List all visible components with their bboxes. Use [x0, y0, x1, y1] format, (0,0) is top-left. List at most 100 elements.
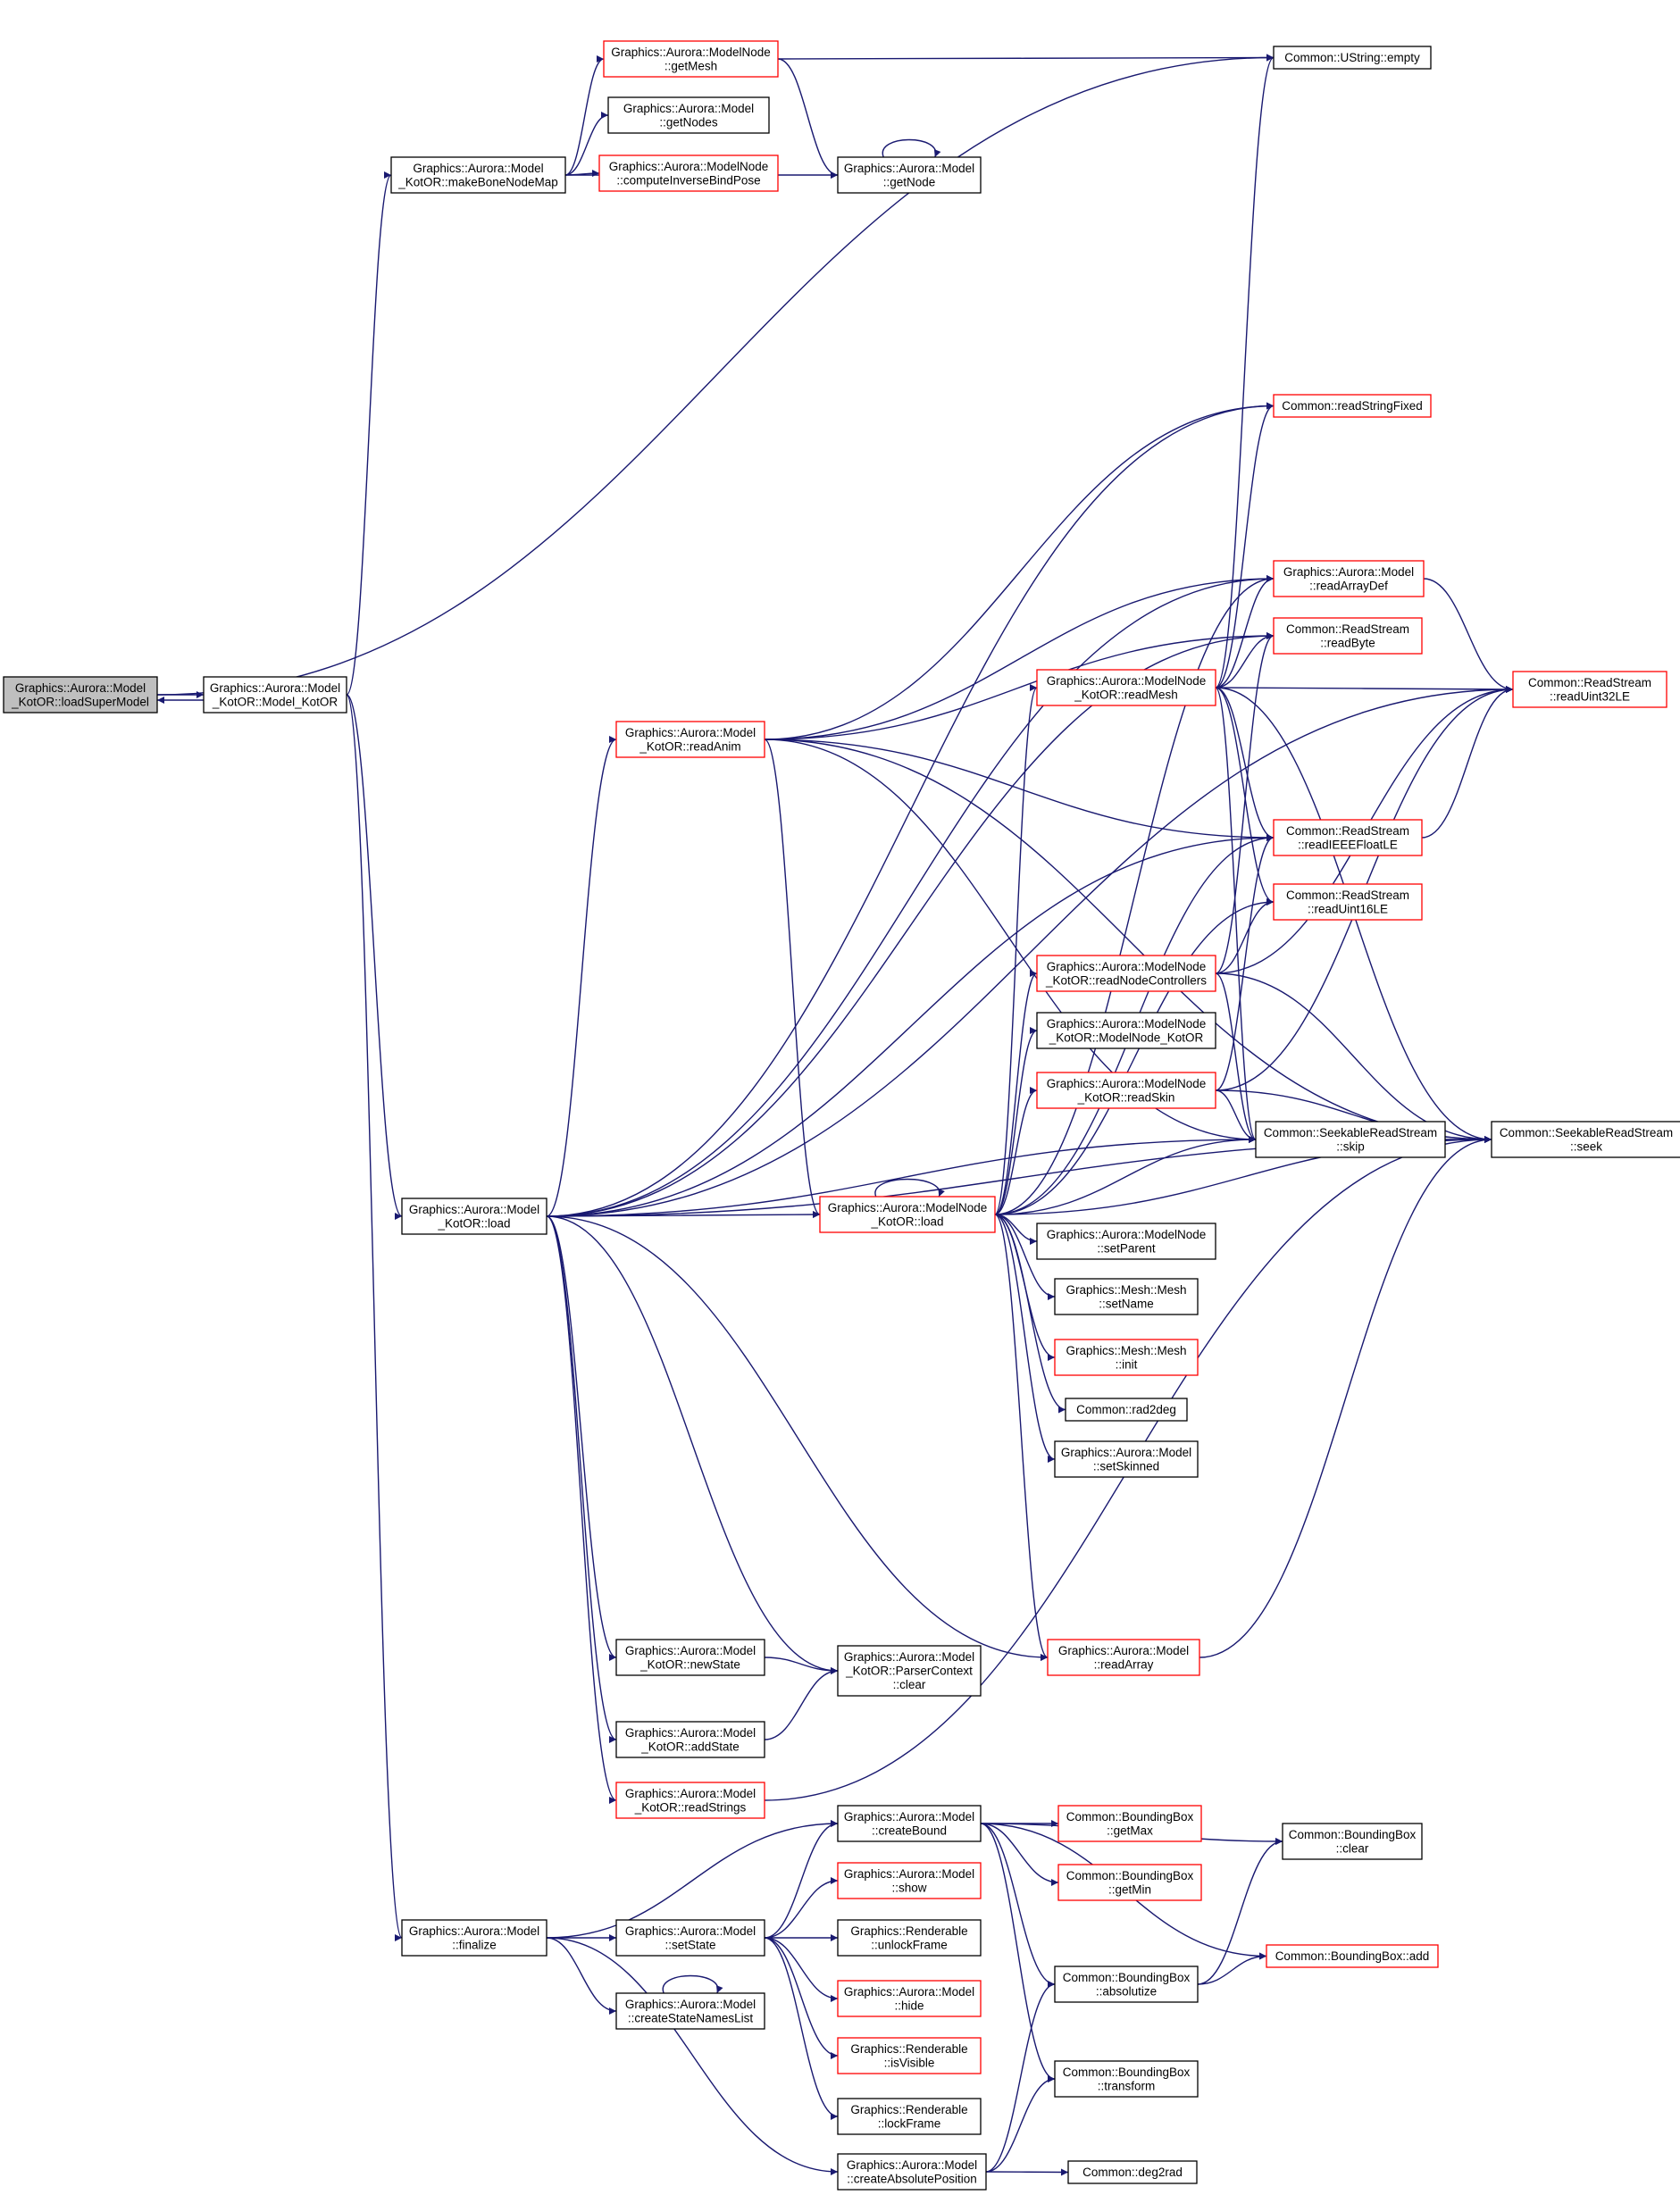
function-node-load[interactable]: Graphics::Aurora::Model_KotOR::load: [401, 1198, 547, 1235]
node-label-line: Common::ReadStream: [1286, 889, 1409, 902]
node-label-line: Graphics::Aurora::Model: [1058, 1644, 1189, 1657]
call-edge-readMesh-to-readIEEEFloatLE: [1215, 687, 1275, 841]
node-box: [1054, 1339, 1199, 1376]
node-label-line: Common::ReadStream: [1286, 824, 1409, 838]
function-node-pc_clear[interactable]: Graphics::Aurora::Model_KotOR::ParserCon…: [837, 1645, 982, 1697]
call-edge-readMesh-to-readStringFixed: [1215, 402, 1275, 689]
function-node-show[interactable]: Graphics::Aurora::Model::show: [837, 1862, 982, 1899]
function-node-readStrings[interactable]: Graphics::Aurora::Model_KotOR::readStrin…: [615, 1782, 765, 1819]
function-node-readNodeControllers[interactable]: Graphics::Aurora::ModelNode_KotOR::readN…: [1036, 955, 1216, 992]
node-label-line: Common::ReadStream: [1286, 622, 1409, 636]
node-label-line: ::show: [891, 1881, 926, 1894]
node-box: [615, 721, 765, 758]
node-label-line: Graphics::Mesh::Mesh: [1066, 1283, 1186, 1297]
call-edge-getMesh-to-ustring_empty: [777, 54, 1275, 62]
function-node-createBound[interactable]: Graphics::Aurora::Model::createBound: [837, 1805, 982, 1842]
call-edge-node_load-to-readMesh: [994, 684, 1038, 1215]
call-edge-createBound-to-getMin: [980, 1823, 1059, 1886]
function-node-seek[interactable]: Common::SeekableReadStream::seek: [1491, 1121, 1680, 1158]
call-edge-readAnim-to-seek: [764, 739, 1492, 1143]
node-label-line: _KotOR::ParserContext: [845, 1665, 973, 1678]
node-label-line: Common::deg2rad: [1082, 2166, 1183, 2179]
function-node-setName[interactable]: Graphics::Mesh::Mesh::setName: [1054, 1278, 1199, 1315]
node-label-line: Graphics::Aurora::Model: [844, 1650, 974, 1664]
function-node-readMesh[interactable]: Graphics::Aurora::ModelNode_KotOR::readM…: [1036, 669, 1216, 706]
node-box: [1054, 2060, 1199, 2098]
function-node-finalize[interactable]: Graphics::Aurora::Model::finalize: [401, 1919, 547, 1957]
function-node-ustring_empty[interactable]: Common::UString::empty: [1273, 46, 1432, 70]
function-node-getMin[interactable]: Common::BoundingBox::getMin: [1057, 1864, 1202, 1901]
function-node-unlockFrame[interactable]: Graphics::Renderable::unlockFrame: [837, 1919, 982, 1957]
function-node-readAnim[interactable]: Graphics::Aurora::Model_KotOR::readAnim: [615, 721, 765, 758]
function-node-addState[interactable]: Graphics::Aurora::Model_KotOR::addState: [615, 1721, 765, 1758]
node-label-line: Graphics::Aurora::Model: [844, 1810, 974, 1824]
function-node-setParent[interactable]: Graphics::Aurora::ModelNode::setParent: [1036, 1223, 1216, 1260]
node-label-line: Graphics::Aurora::Model: [625, 1644, 756, 1657]
function-node-bb_clear[interactable]: Common::BoundingBox::clear: [1282, 1823, 1423, 1860]
function-node-newState[interactable]: Graphics::Aurora::Model_KotOR::newState: [615, 1639, 765, 1676]
node-label-line: Graphics::Aurora::Model: [15, 681, 146, 695]
function-node-deg2rad[interactable]: Common::deg2rad: [1067, 2160, 1198, 2184]
node-label-line: ::setSkinned: [1093, 1459, 1159, 1473]
function-node-readUint16LE[interactable]: Common::ReadStream::readUint16LE: [1273, 883, 1423, 921]
node-label-line: Graphics::Aurora::ModelNode: [1047, 1228, 1207, 1241]
call-edge-load-to-newState: [546, 1215, 617, 1661]
function-node-mesh_init[interactable]: Graphics::Mesh::Mesh::init: [1054, 1339, 1199, 1376]
function-node-getNode[interactable]: Graphics::Aurora::Model::getNode: [837, 156, 982, 194]
node-label-line: ::setName: [1099, 1297, 1154, 1310]
call-edge-Model_KotOR-to-load: [346, 694, 403, 1220]
function-node-ModelNode_KotOR[interactable]: Graphics::Aurora::ModelNode_KotOR::Model…: [1036, 1012, 1216, 1049]
node-label-line: ::readArray: [1094, 1657, 1154, 1671]
function-node-readIEEEFloatLE[interactable]: Common::ReadStream::readIEEEFloatLE: [1273, 819, 1423, 856]
function-node-lockFrame[interactable]: Graphics::Renderable::lockFrame: [837, 2098, 982, 2135]
function-node-rad2deg[interactable]: Common::rad2deg: [1065, 1398, 1188, 1422]
function-node-absolutize[interactable]: Common::BoundingBox::absolutize: [1054, 1965, 1199, 2003]
function-node-createStateNamesList[interactable]: Graphics::Aurora::Model::createStateName…: [615, 1992, 765, 2030]
function-node-Model_KotOR[interactable]: Graphics::Aurora::Model_KotOR::Model_Kot…: [203, 676, 347, 714]
call-edge-node_load-to-readSkin: [994, 1087, 1038, 1215]
function-node-setSkinned[interactable]: Graphics::Aurora::Model::setSkinned: [1054, 1440, 1199, 1478]
function-node-skip[interactable]: Common::SeekableReadStream::skip: [1255, 1121, 1446, 1158]
call-edge-readAnim-to-readArrayDef: [764, 575, 1275, 740]
function-node-makeBoneNodeMap[interactable]: Graphics::Aurora::Model_KotOR::makeBoneN…: [390, 156, 566, 194]
function-node-readArray[interactable]: Graphics::Aurora::Model::readArray: [1047, 1639, 1200, 1676]
function-node-readUint32LE[interactable]: Common::ReadStream::readUint32LE: [1512, 671, 1667, 708]
function-node-transform[interactable]: Common::BoundingBox::transform: [1054, 2060, 1199, 2098]
function-node-bb_add[interactable]: Common::BoundingBox::add: [1266, 1944, 1439, 1968]
node-label-line: Common::UString::empty: [1284, 51, 1420, 64]
node-box: [1491, 1121, 1680, 1158]
node-box: [615, 1639, 765, 1676]
node-label-line: ::isVisible: [884, 2056, 935, 2069]
node-box: [837, 2037, 982, 2074]
function-node-readArrayDef[interactable]: Graphics::Aurora::Model::readArrayDef: [1273, 560, 1425, 597]
node-box: [401, 1919, 547, 1957]
node-box: [1273, 819, 1423, 856]
call-edge-finalize-to-createBound: [546, 1820, 839, 1939]
node-box: [615, 1992, 765, 2030]
call-edge-getMesh-to-getNode: [777, 58, 839, 179]
node-label-line: Graphics::Aurora::ModelNode: [1047, 674, 1207, 688]
call-edge-setState-to-hide: [764, 1937, 839, 2002]
function-node-readSkin[interactable]: Graphics::Aurora::ModelNode_KotOR::readS…: [1036, 1072, 1216, 1109]
function-node-getMax[interactable]: Common::BoundingBox::getMax: [1057, 1805, 1202, 1842]
function-node-createAbsolutePosition[interactable]: Graphics::Aurora::Model::createAbsoluteP…: [837, 2153, 987, 2191]
node-label-line: ::getNodes: [659, 115, 718, 129]
call-edge-node_load-to-setName: [994, 1214, 1056, 1300]
function-node-node_load[interactable]: Graphics::Aurora::ModelNode_KotOR::load: [819, 1196, 996, 1233]
call-edge-node_load-to-readNodeControllers: [994, 970, 1038, 1215]
function-node-loadSuperModel[interactable]: Graphics::Aurora::Model_KotOR::loadSuper…: [3, 676, 158, 714]
function-node-readStringFixed[interactable]: Common::readStringFixed: [1273, 394, 1432, 418]
function-node-setState[interactable]: Graphics::Aurora::Model::setState: [615, 1919, 765, 1957]
function-node-getNodes[interactable]: Graphics::Aurora::Model::getNodes: [607, 96, 770, 134]
function-node-hide[interactable]: Graphics::Aurora::Model::hide: [837, 1980, 982, 2017]
function-node-computeInverseBindPose[interactable]: Graphics::Aurora::ModelNode::computeInve…: [598, 154, 779, 192]
node-label-line: ::setState: [664, 1938, 715, 1951]
function-node-getMesh[interactable]: Graphics::Aurora::ModelNode::getMesh: [603, 40, 779, 78]
call-edge-load-to-readArrayDef: [546, 575, 1275, 1217]
node-label-line: _KotOR::Model_KotOR: [212, 695, 339, 708]
node-label-line: _KotOR::makeBoneNodeMap: [397, 175, 558, 188]
function-node-isVisible[interactable]: Graphics::Renderable::isVisible: [837, 2037, 982, 2074]
function-node-readByte[interactable]: Common::ReadStream::readByte: [1273, 617, 1423, 655]
call-edge-node_load-to-readUint16LE: [994, 898, 1275, 1215]
node-box: [1512, 671, 1667, 708]
